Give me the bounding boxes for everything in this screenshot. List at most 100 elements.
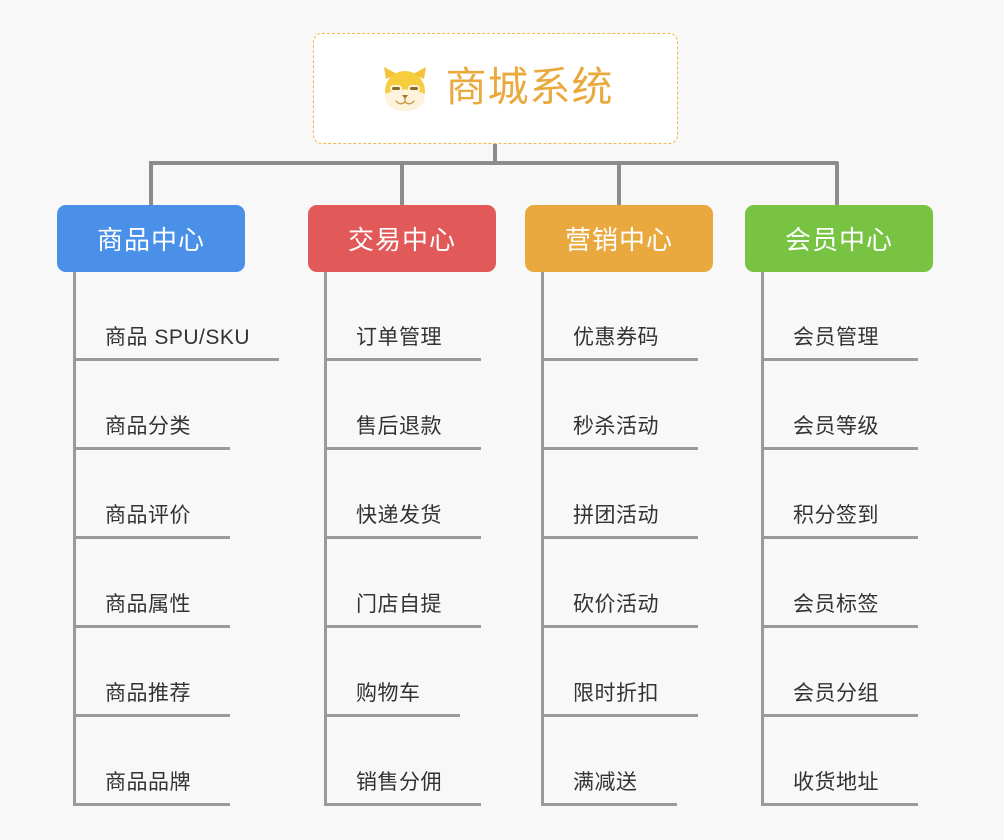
leaf-label: 门店自提 (356, 593, 442, 616)
leaf-underline (324, 358, 481, 361)
connector-drop-1 (149, 161, 153, 207)
leaf-underline (541, 358, 698, 361)
connector-drop-4 (835, 161, 839, 207)
leaf-underline (73, 714, 230, 717)
category-header-label: 营销中心 (564, 225, 673, 255)
list-item[interactable]: 快递发货 (324, 450, 524, 539)
leaf-label: 商品分类 (105, 415, 191, 438)
list-item[interactable]: 秒杀活动 (541, 361, 741, 450)
connector-root-stem (493, 144, 497, 164)
leaf-label: 快递发货 (356, 504, 442, 527)
leaf-label: 收货地址 (793, 771, 879, 794)
list-item[interactable]: 商品属性 (73, 539, 273, 628)
list-item[interactable]: 收货地址 (761, 717, 961, 806)
leaf-underline (761, 358, 918, 361)
list-item[interactable]: 砍价活动 (541, 539, 741, 628)
leaf-label: 砍价活动 (573, 593, 659, 616)
list-item[interactable]: 积分签到 (761, 450, 961, 539)
list-item[interactable]: 会员等级 (761, 361, 961, 450)
leaf-label: 拼团活动 (573, 504, 659, 527)
root-title: 商城系统 (445, 63, 614, 110)
leaf-underline (73, 625, 230, 628)
leaf-label: 订单管理 (356, 326, 442, 349)
list-item[interactable]: 购物车 (324, 628, 524, 717)
leaf-underline (761, 447, 918, 450)
leaf-underline (324, 803, 481, 806)
leaf-underline (761, 536, 918, 539)
leaf-label: 商品 SPU/SKU (105, 326, 251, 349)
branch-spine (541, 272, 544, 806)
category-header-member[interactable]: 会员中心 (745, 205, 933, 272)
connector-horizontal-bus (149, 161, 837, 165)
leaf-list: 优惠券码 秒杀活动 拼团活动 砍价活动 限时折扣 满减送 (541, 272, 741, 806)
list-item[interactable]: 限时折扣 (541, 628, 741, 717)
leaf-list: 商品 SPU/SKU 商品分类 商品评价 商品属性 商品推荐 商品品牌 (73, 272, 279, 806)
leaf-underline (324, 625, 481, 628)
leaf-label: 会员等级 (793, 415, 879, 438)
list-item[interactable]: 售后退款 (324, 361, 524, 450)
leaf-underline (761, 714, 918, 717)
leaf-label: 会员标签 (793, 593, 879, 616)
leaf-underline (73, 536, 230, 539)
category-header-label: 会员中心 (784, 225, 893, 255)
leaf-label: 商品评价 (105, 504, 191, 527)
leaf-list: 订单管理 售后退款 快递发货 门店自提 购物车 销售分佣 (324, 272, 524, 806)
root-node[interactable]: 商城系统 (313, 33, 678, 144)
leaf-underline (761, 625, 918, 628)
list-item[interactable]: 订单管理 (324, 272, 524, 361)
list-item[interactable]: 销售分佣 (324, 717, 524, 806)
category-header-label: 商品中心 (96, 225, 205, 255)
leaf-underline (324, 536, 481, 539)
leaf-underline (324, 714, 460, 717)
leaf-label: 优惠券码 (573, 326, 659, 349)
leaf-underline (541, 447, 698, 450)
leaf-underline (73, 358, 279, 361)
shiba-dog-face-icon (378, 65, 432, 113)
leaf-label: 限时折扣 (573, 682, 659, 705)
leaf-underline (541, 536, 698, 539)
leaf-label: 销售分佣 (356, 771, 442, 794)
branch-column-member: 会员中心 会员管理 会员等级 积分签到 会员标签 会员分组 (745, 205, 933, 806)
leaf-label: 会员管理 (793, 326, 879, 349)
list-item[interactable]: 会员分组 (761, 628, 961, 717)
branch-column-product: 商品中心 商品 SPU/SKU 商品分类 商品评价 商品属性 商品推荐 (57, 205, 279, 806)
leaf-underline (73, 447, 230, 450)
list-item[interactable]: 商品分类 (73, 361, 273, 450)
category-header-marketing[interactable]: 营销中心 (525, 205, 713, 272)
leaf-label: 积分签到 (793, 504, 879, 527)
list-item[interactable]: 满减送 (541, 717, 741, 806)
list-item[interactable]: 拼团活动 (541, 450, 741, 539)
branch-spine (73, 272, 76, 806)
leaf-underline (761, 803, 918, 806)
list-item[interactable]: 商品品牌 (73, 717, 273, 806)
leaf-label: 商品品牌 (105, 771, 191, 794)
leaf-underline (541, 714, 698, 717)
list-item[interactable]: 商品评价 (73, 450, 273, 539)
leaf-label: 购物车 (356, 682, 421, 705)
leaf-underline (541, 625, 698, 628)
leaf-label: 满减送 (573, 771, 638, 794)
leaf-list: 会员管理 会员等级 积分签到 会员标签 会员分组 收货地址 (761, 272, 961, 806)
leaf-underline (73, 803, 230, 806)
list-item[interactable]: 会员管理 (761, 272, 961, 361)
leaf-label: 商品属性 (105, 593, 191, 616)
list-item[interactable]: 优惠券码 (541, 272, 741, 361)
leaf-label: 商品推荐 (105, 682, 191, 705)
branch-spine (324, 272, 327, 806)
category-header-product[interactable]: 商品中心 (57, 205, 245, 272)
category-header-trade[interactable]: 交易中心 (308, 205, 496, 272)
leaf-label: 秒杀活动 (573, 415, 659, 438)
list-item[interactable]: 会员标签 (761, 539, 961, 628)
branch-column-trade: 交易中心 订单管理 售后退款 快递发货 门店自提 购物车 (308, 205, 496, 806)
leaf-underline (541, 803, 677, 806)
leaf-label: 会员分组 (793, 682, 879, 705)
connector-drop-3 (617, 161, 621, 207)
branch-column-marketing: 营销中心 优惠券码 秒杀活动 拼团活动 砍价活动 限时折扣 (525, 205, 713, 806)
list-item[interactable]: 门店自提 (324, 539, 524, 628)
leaf-underline (324, 447, 481, 450)
leaf-label: 售后退款 (356, 415, 442, 438)
connector-drop-2 (400, 161, 404, 207)
list-item[interactable]: 商品推荐 (73, 628, 273, 717)
list-item[interactable]: 商品 SPU/SKU (73, 272, 279, 361)
